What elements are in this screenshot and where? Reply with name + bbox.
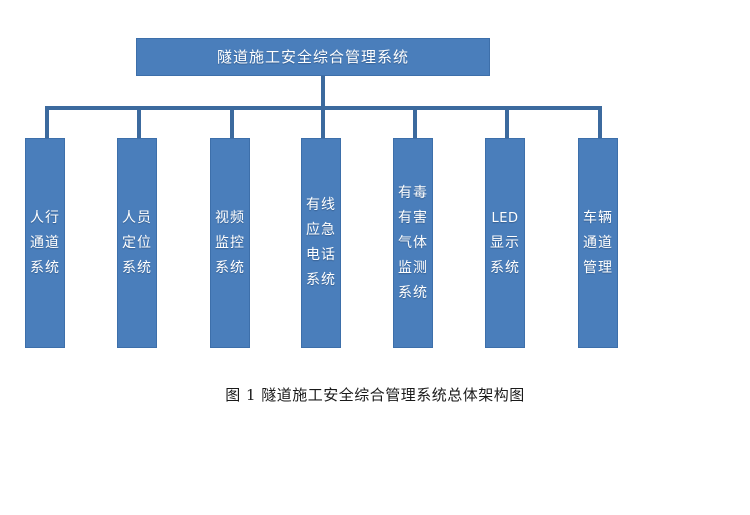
root-node-system: 隧道施工安全综合管理系统 [136, 38, 490, 76]
node-vehicle-passage-management: 车辆 通道 管理 [578, 138, 618, 348]
node-label-line: 通道 [30, 234, 60, 251]
connector-drop-3 [230, 108, 234, 139]
connector-drop-2 [137, 108, 141, 139]
root-node-label: 隧道施工安全综合管理系统 [216, 47, 409, 66]
connector-drop-6 [505, 108, 509, 139]
node-label-line: 人员 [122, 209, 152, 226]
node-label-line: 有毒 [398, 184, 428, 201]
node-label-line: 有线 [306, 197, 336, 213]
node-label-line: 电话 [306, 247, 336, 263]
node-toxic-harmful-gas-monitoring: 有毒 有害 气体 监测 系统 [393, 138, 433, 348]
node-label-line: 管理 [583, 259, 613, 276]
node-wired-emergency-telephone: 有线 应急 电话 系统 [301, 138, 341, 348]
node-label-line: 气体 [398, 234, 428, 251]
node-label-line: 系统 [490, 259, 520, 276]
node-label-line: 系统 [306, 272, 336, 288]
connector-drop-1 [45, 108, 49, 139]
node-label-line: 系统 [30, 259, 60, 276]
connector-drop-5 [413, 108, 417, 139]
node-label-line: 人行 [30, 209, 60, 226]
node-label-line: 有害 [398, 209, 428, 226]
node-pedestrian-passage: 人行 通道 系统 [25, 138, 65, 348]
node-led-display: LED 显示 系统 [485, 138, 525, 348]
node-label-line: 系统 [398, 284, 428, 301]
node-label-line: LED [491, 210, 519, 226]
node-label-line: 系统 [215, 259, 245, 276]
node-label-line: 显示 [490, 234, 520, 251]
connector-root-stem [321, 76, 325, 109]
node-label-line: 监测 [398, 259, 428, 276]
node-label-line: 系统 [122, 259, 152, 276]
connector-drop-7 [598, 108, 602, 139]
node-label-line: 视频 [215, 209, 245, 226]
node-label-line: 应急 [306, 222, 336, 238]
figure-caption: 图 1 隧道施工安全综合管理系统总体架构图 [225, 386, 525, 404]
node-video-surveillance: 视频 监控 系统 [210, 138, 250, 348]
node-personnel-positioning: 人员 定位 系统 [117, 138, 157, 348]
node-label-line: 车辆 [583, 209, 613, 226]
node-label-line: 通道 [583, 234, 613, 251]
connector-drop-4 [321, 108, 325, 139]
node-label-line: 定位 [122, 234, 152, 251]
node-label-line: 监控 [215, 234, 245, 251]
